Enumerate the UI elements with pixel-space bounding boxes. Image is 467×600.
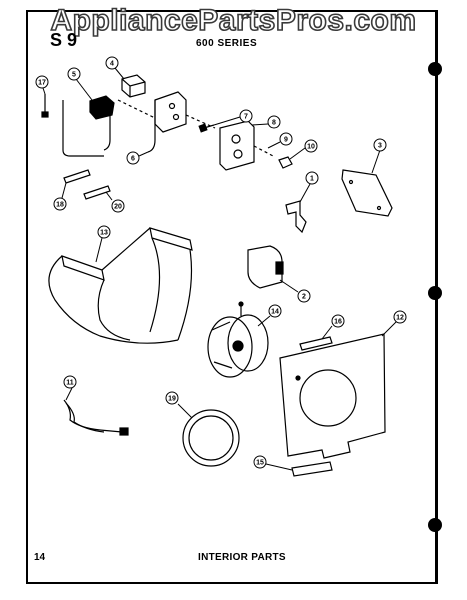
callout-18: 18 <box>53 182 67 211</box>
svg-text:7: 7 <box>244 114 248 121</box>
svg-text:3: 3 <box>378 143 382 150</box>
callout-14: 14 <box>257 304 282 327</box>
svg-text:15: 15 <box>256 460 264 467</box>
callout-12: 12 <box>381 310 407 337</box>
callout-13: 13 <box>95 225 111 263</box>
svg-text:4: 4 <box>110 61 114 68</box>
callout-2: 2 <box>279 279 311 303</box>
callout-3: 3 <box>371 138 387 174</box>
svg-text:9: 9 <box>284 137 288 144</box>
callout-11: 11 <box>63 375 77 401</box>
binder-hole-middle <box>428 286 442 300</box>
part-10-orifice-ring <box>182 409 240 467</box>
svg-text:12: 12 <box>396 315 404 322</box>
part-12-scroll-panel <box>279 333 386 459</box>
svg-text:11: 11 <box>66 380 74 387</box>
callout-5: 5 <box>67 67 93 101</box>
part-16-strip <box>299 336 333 351</box>
part-14-blower-wheel <box>207 301 269 378</box>
callout-20: 20 <box>105 191 125 213</box>
part-15-foam-block <box>291 461 333 477</box>
part-1-bracket-clip <box>285 200 307 234</box>
callout-7: 7 <box>213 109 253 126</box>
part-4-switch-block <box>121 74 146 98</box>
svg-text:2: 2 <box>302 294 306 301</box>
part-2-capacitor <box>247 245 284 289</box>
callout-15: 15 <box>253 455 293 471</box>
svg-text:18: 18 <box>56 202 64 209</box>
svg-text:14: 14 <box>271 309 279 316</box>
part-18-rod <box>63 169 91 184</box>
part-20-rod <box>83 185 111 200</box>
svg-text:20: 20 <box>114 204 122 211</box>
part-10-knob <box>278 156 293 169</box>
binder-hole-top <box>428 62 442 76</box>
svg-text:13: 13 <box>100 230 108 237</box>
svg-text:16: 16 <box>334 319 342 326</box>
svg-text:6: 6 <box>131 156 135 163</box>
part-11-wiring-harness <box>63 399 129 436</box>
callout-8: 8 <box>251 115 281 129</box>
svg-text:1: 1 <box>310 176 314 183</box>
part-7-screw <box>198 123 215 133</box>
part-8-control-plate <box>219 120 276 171</box>
svg-text:5: 5 <box>72 72 76 79</box>
callout-9: 9 <box>267 132 293 149</box>
svg-text:10: 10 <box>307 144 315 151</box>
binder-hole-bottom <box>428 518 442 532</box>
part-3-cover-panel <box>341 169 393 217</box>
callout-17: 17 <box>35 75 49 95</box>
part-5-heater-wire <box>62 95 115 157</box>
svg-text:19: 19 <box>168 396 176 403</box>
svg-text:17: 17 <box>38 80 46 87</box>
part-17-screw <box>41 94 49 118</box>
callout-10-knob: 10 <box>289 139 318 160</box>
section-mark: S 9 <box>50 30 78 50</box>
page-number: 14 <box>34 552 46 563</box>
callout-6: 6 <box>126 151 149 165</box>
part-13-blower-housing <box>48 227 193 344</box>
callout-19: 19 <box>165 391 193 419</box>
callout-16: 16 <box>321 314 345 340</box>
series-title: 600 SERIES <box>196 38 258 49</box>
callout-labels: 17 5 4 6 7 8 9 10 3 1 18 20 13 2 14 16 1… <box>35 56 407 471</box>
callout-1: 1 <box>299 171 319 203</box>
watermark: AppliancePartsPros.com <box>50 3 417 38</box>
svg-text:8: 8 <box>272 120 276 127</box>
footer-title: INTERIOR PARTS <box>198 552 286 563</box>
part-6-bracket <box>117 91 216 153</box>
callout-4: 4 <box>105 56 125 80</box>
